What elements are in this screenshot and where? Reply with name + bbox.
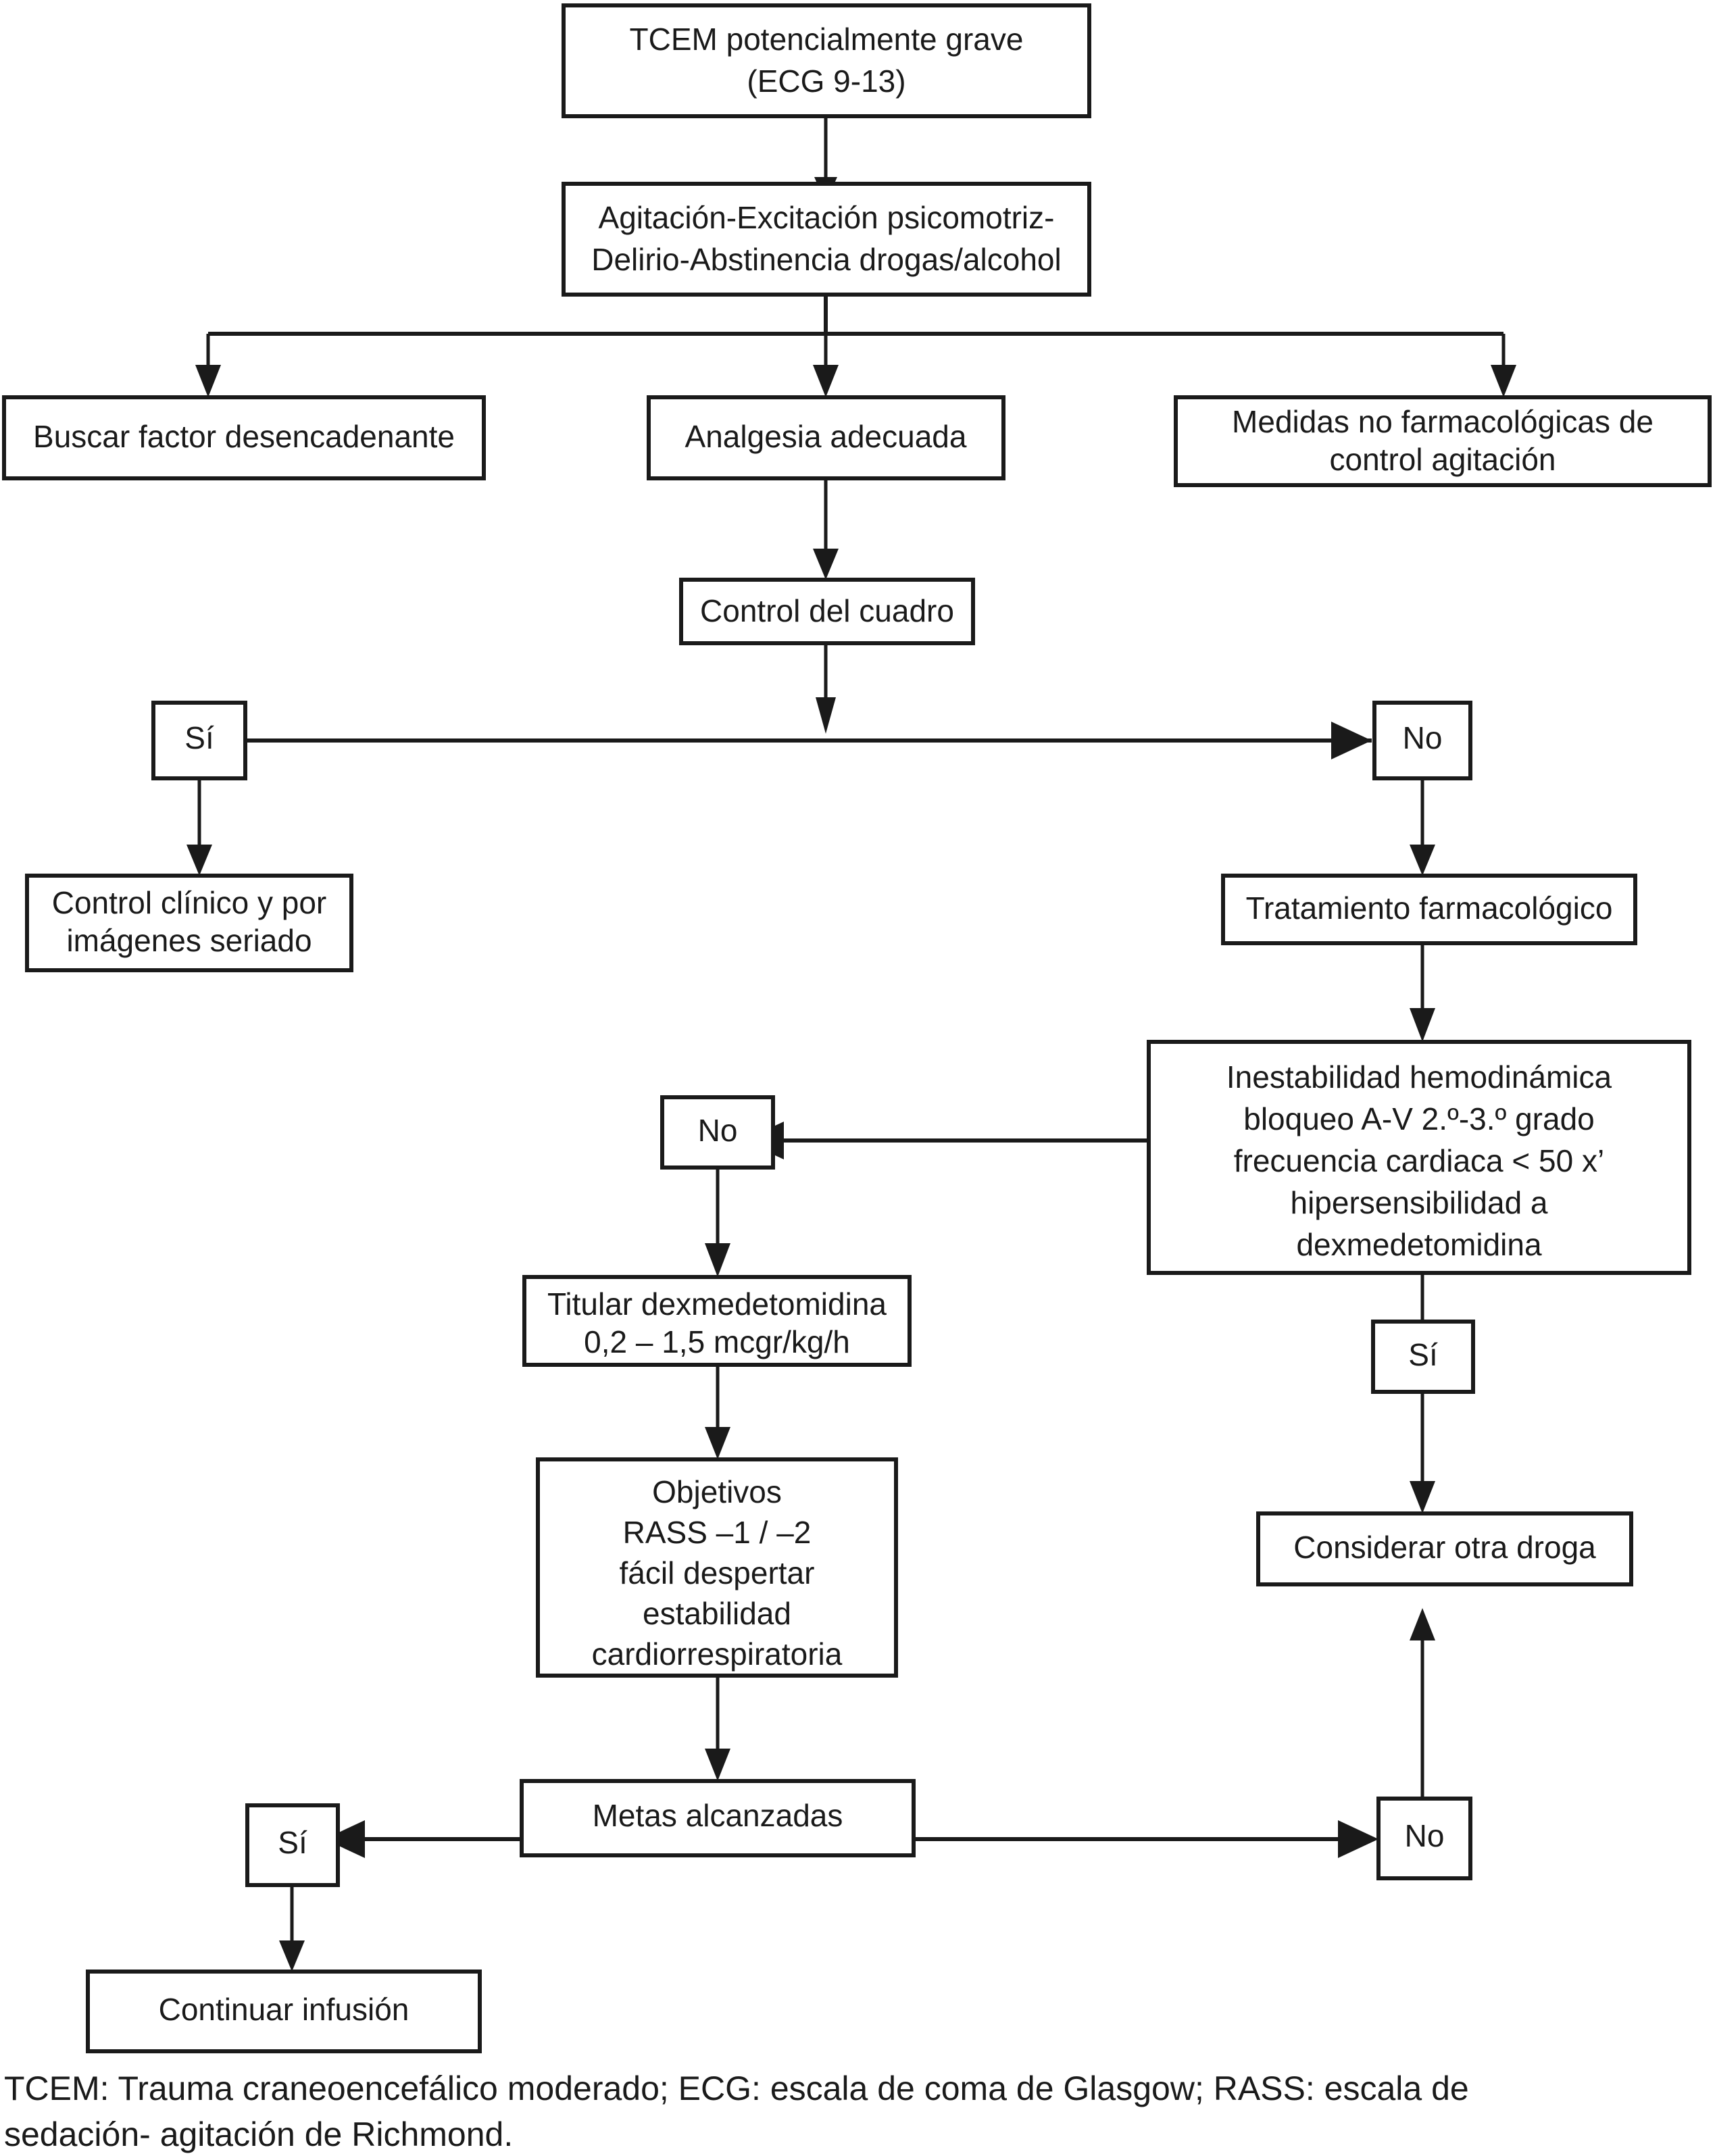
edge-no1-to-tratamiento — [1410, 778, 1435, 876]
node-control-cuadro[interactable]: Control del cuadro — [679, 578, 975, 645]
node-medidas[interactable]: Medidas no farmacológicas de control agi… — [1174, 395, 1712, 487]
node-agitacion[interactable]: Agitación-Excitación psicomotriz- Deliri… — [562, 182, 1091, 297]
edge-no3-to-considerar — [1410, 1608, 1435, 1805]
node-agitacion-line1: Agitación-Excitación psicomotriz- — [599, 200, 1055, 235]
node-titular-line1: Titular dexmedetomidina — [547, 1286, 887, 1322]
node-no-3-label: No — [1405, 1818, 1445, 1853]
node-tcem[interactable]: TCEM potencialmente grave (ECG 9-13) — [562, 3, 1091, 118]
node-titular[interactable]: Titular dexmedetomidina 0,2 – 1,5 mcgr/k… — [522, 1275, 912, 1367]
node-inestabilidad-line2: bloqueo A-V 2.º-3.º grado — [1243, 1101, 1595, 1136]
node-si-2[interactable]: Sí — [1371, 1320, 1475, 1394]
node-control-clinico-line2: imágenes seriado — [66, 923, 312, 958]
node-objetivos-line4: estabilidad — [643, 1596, 791, 1631]
node-si-1[interactable]: Sí — [151, 701, 247, 780]
node-objetivos-line5: cardiorrespiratoria — [592, 1636, 843, 1672]
node-no-3[interactable]: No — [1376, 1797, 1472, 1880]
figure-caption-line1: TCEM: Trauma craneoencefálico moderado; … — [4, 2070, 1469, 2107]
node-analgesia-label: Analgesia adecuada — [685, 419, 967, 454]
node-buscar-factor[interactable]: Buscar factor desencadenante — [2, 395, 486, 480]
edge-analgesia-to-control — [813, 478, 839, 580]
node-tratamiento[interactable]: Tratamiento farmacológico — [1221, 874, 1637, 945]
edge-no2-to-titular — [705, 1168, 730, 1277]
node-metas-label: Metas alcanzadas — [593, 1798, 843, 1833]
node-buscar-factor-label: Buscar factor desencadenante — [33, 419, 455, 454]
figure-caption-line2: sedación- agitación de Richmond. — [4, 2115, 513, 2153]
node-no-2-label: No — [698, 1113, 738, 1148]
edge-si2-to-considerar — [1410, 1392, 1435, 1513]
node-medidas-line1: Medidas no farmacológicas de — [1232, 404, 1654, 439]
node-inestabilidad-line1: Inestabilidad hemodinámica — [1226, 1059, 1612, 1095]
node-si-1-label: Sí — [184, 720, 214, 755]
node-titular-line2: 0,2 – 1,5 mcgr/kg/h — [584, 1324, 850, 1359]
node-medidas-line2: control agitación — [1330, 442, 1556, 477]
node-inestabilidad[interactable]: Inestabilidad hemodinámica bloqueo A-V 2… — [1147, 1040, 1691, 1275]
node-analgesia[interactable]: Analgesia adecuada — [647, 395, 1005, 480]
edge-control-to-decision — [816, 643, 836, 734]
edge-decision-bus — [203, 722, 1372, 759]
node-agitacion-line2: Delirio-Abstinencia drogas/alcohol — [591, 242, 1061, 277]
node-si-3-label: Sí — [278, 1825, 307, 1860]
node-si-2-label: Sí — [1408, 1337, 1438, 1372]
node-tratamiento-label: Tratamiento farmacológico — [1246, 891, 1613, 926]
node-si-3[interactable]: Sí — [245, 1803, 340, 1887]
node-metas[interactable]: Metas alcanzadas — [520, 1779, 916, 1857]
node-objetivos-line1: Objetivos — [652, 1474, 782, 1509]
node-objetivos-line2: RASS –1 / –2 — [623, 1515, 812, 1550]
edge-metas-to-si3 — [324, 1820, 522, 1858]
node-continuar[interactable]: Continuar infusión — [86, 1970, 482, 2053]
node-objetivos-line3: fácil despertar — [620, 1555, 815, 1590]
edge-tratamiento-to-inestabilidad — [1410, 943, 1435, 1042]
node-no-1[interactable]: No — [1372, 701, 1472, 780]
node-tcem-line1: TCEM potencialmente grave — [630, 22, 1024, 57]
figure-caption: TCEM: Trauma craneoencefálico moderado; … — [4, 2070, 1469, 2153]
edge-titular-to-objetivos — [705, 1365, 730, 1459]
node-inestabilidad-line3: frecuencia cardiaca < 50 x’ — [1234, 1143, 1604, 1178]
edge-agitacion-fanout — [195, 295, 1516, 397]
node-tcem-line2: (ECG 9-13) — [747, 64, 905, 99]
node-no-1-label: No — [1403, 720, 1443, 755]
edge-objetivos-to-metas — [705, 1676, 730, 1781]
edge-si3-to-continuar — [279, 1885, 305, 1972]
node-objetivos[interactable]: Objetivos RASS –1 / –2 fácil despertar e… — [536, 1457, 898, 1678]
node-control-clinico-line1: Control clínico y por — [52, 885, 327, 920]
node-continuar-label: Continuar infusión — [159, 1992, 409, 2027]
node-control-clinico[interactable]: Control clínico y por imágenes seriado — [25, 874, 353, 972]
node-inestabilidad-line5: dexmedetomidina — [1296, 1227, 1542, 1262]
node-inestabilidad-line4: hipersensibilidad a — [1290, 1185, 1547, 1220]
edge-inestabilidad-to-no2 — [743, 1122, 1149, 1159]
node-no-2[interactable]: No — [660, 1095, 775, 1170]
edge-si1-to-controlclinico — [187, 778, 212, 876]
node-control-cuadro-label: Control del cuadro — [700, 593, 954, 628]
edge-metas-to-no3 — [914, 1820, 1378, 1858]
node-considerar[interactable]: Considerar otra droga — [1256, 1511, 1633, 1586]
node-considerar-label: Considerar otra droga — [1293, 1530, 1596, 1565]
